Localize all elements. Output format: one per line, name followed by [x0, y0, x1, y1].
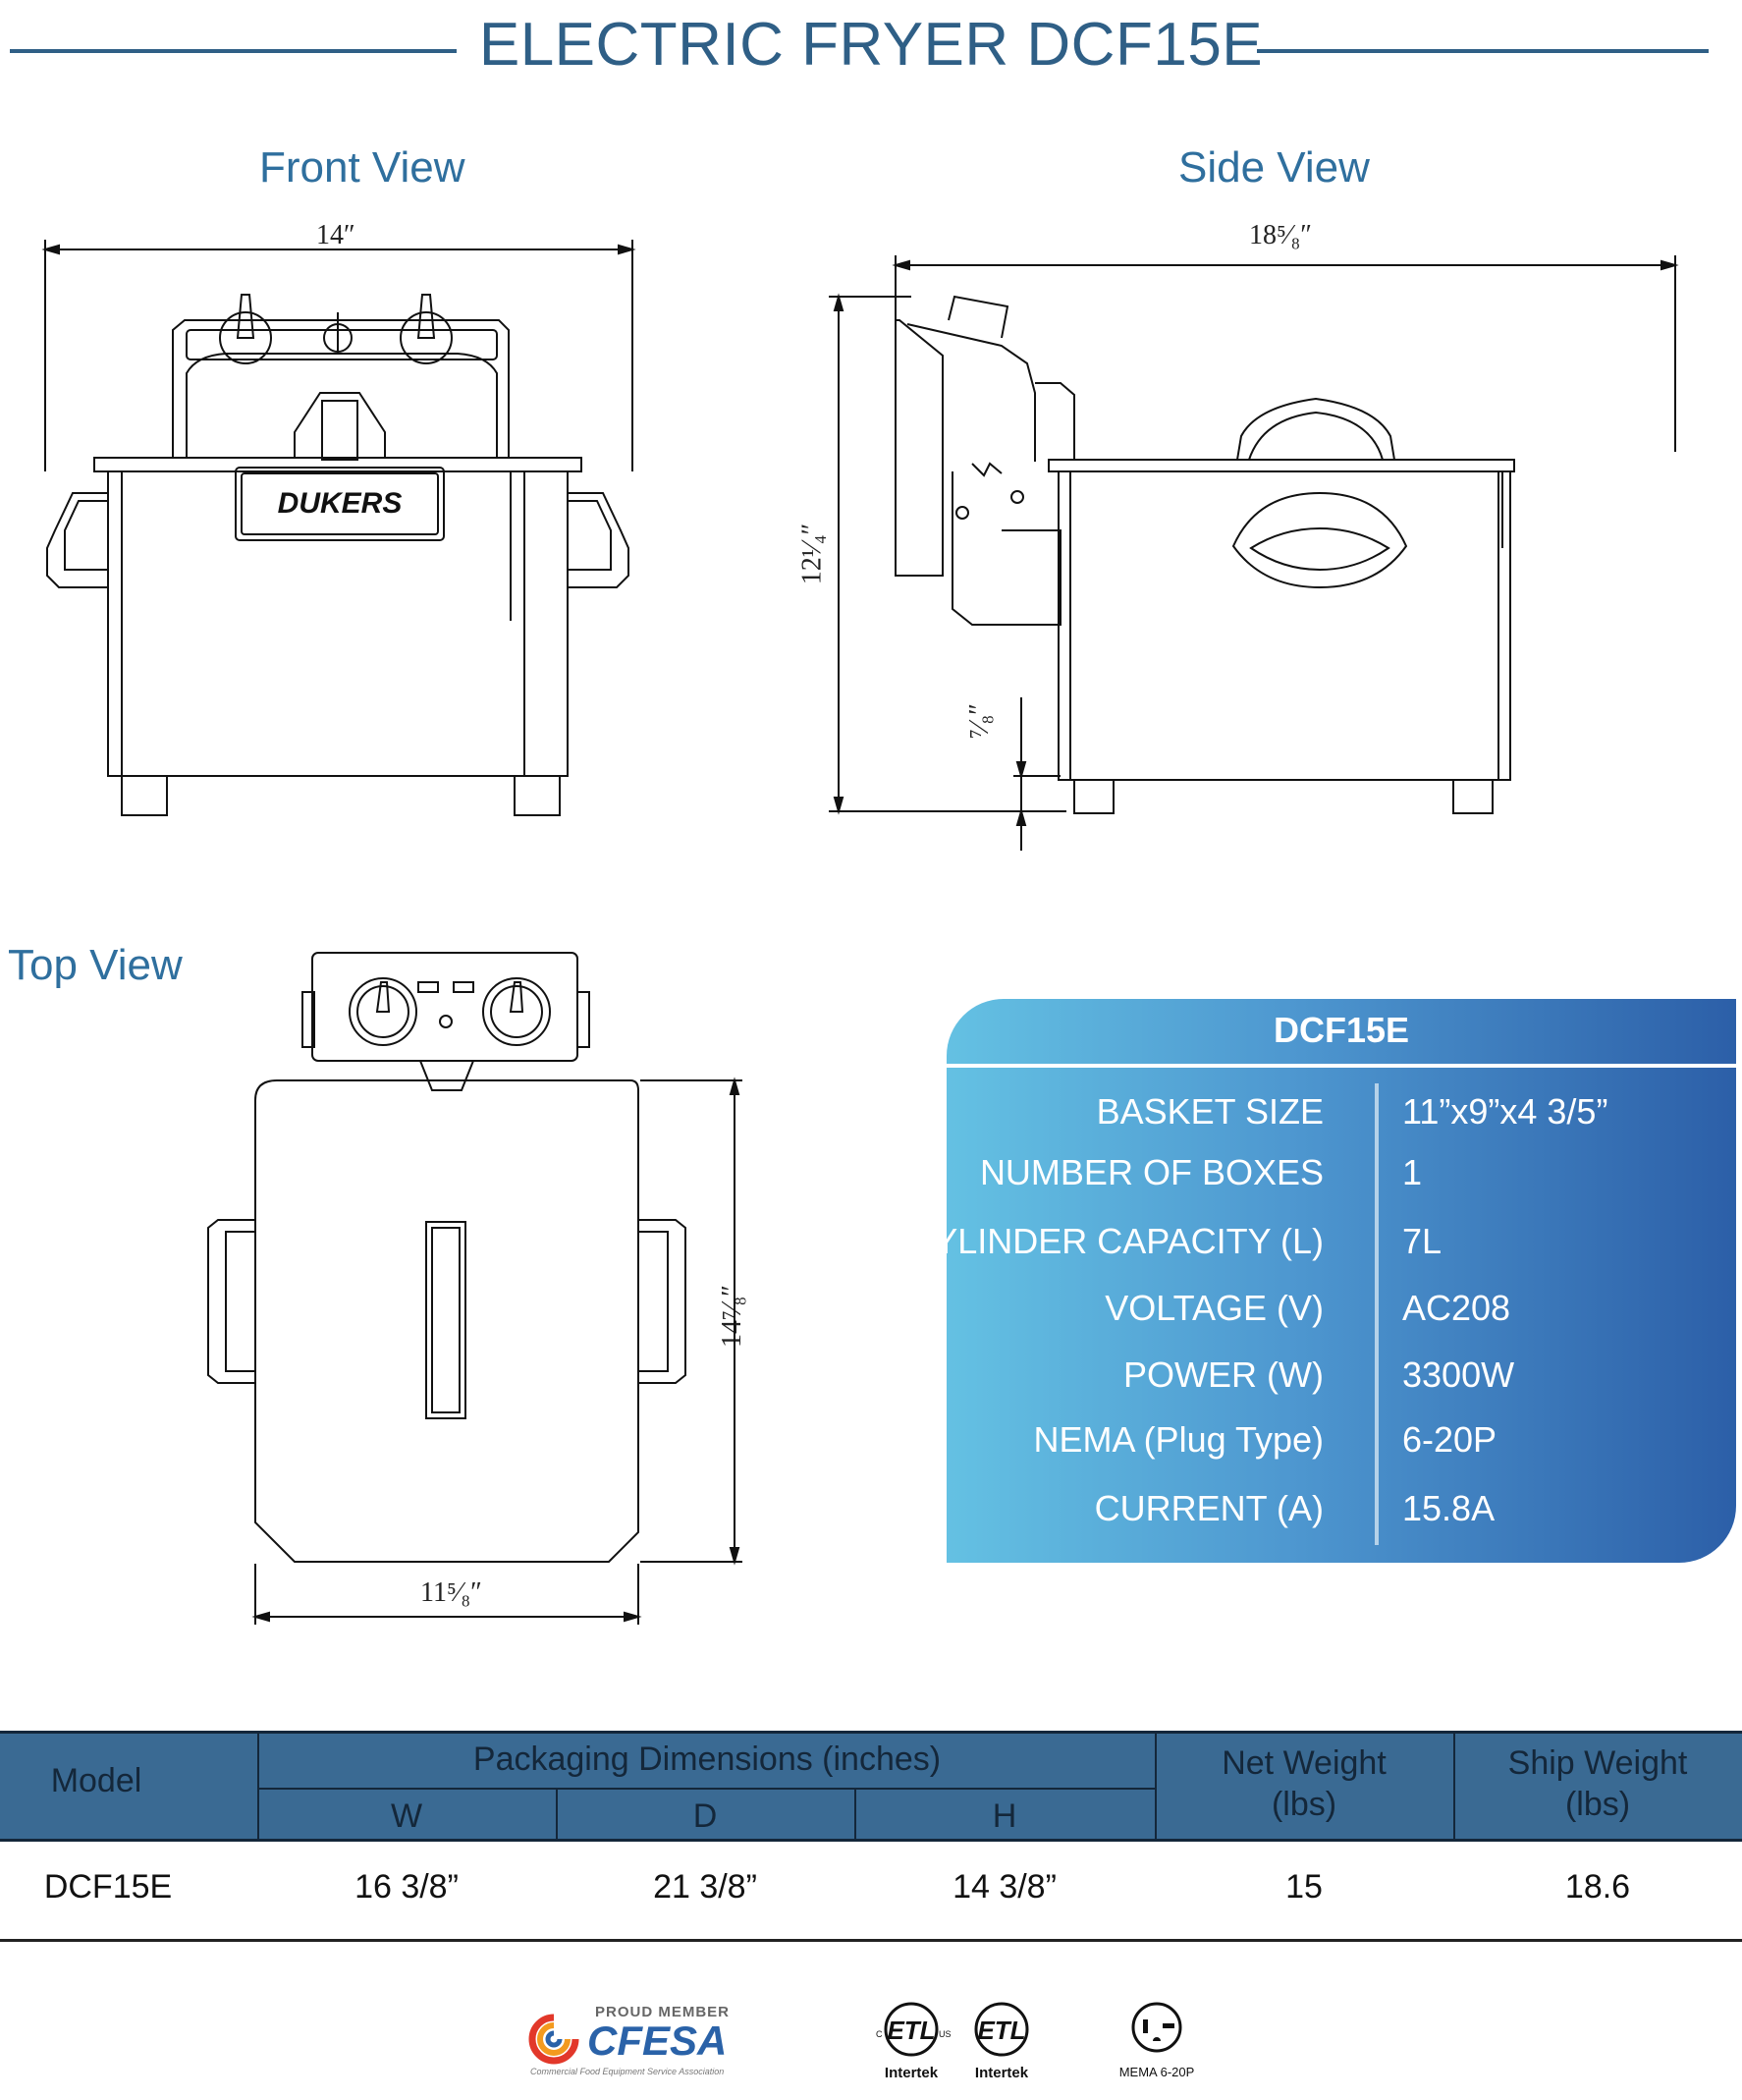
spec-label: NEMA (Plug Type): [1033, 1419, 1324, 1460]
header-packaging: Packaging Dimensions (inches): [472, 1741, 942, 1778]
spec-value: 15.8A: [1402, 1488, 1496, 1528]
svg-text:US: US: [939, 2029, 951, 2039]
spec-row: BASKET SIZE 11”x9”x4 3/5”: [947, 1091, 1736, 1150]
table-rule: [257, 1731, 259, 1841]
spec-label: CURRENT (A): [1094, 1488, 1324, 1528]
spec-row: NEMA (Plug Type) 6-20P: [947, 1419, 1736, 1478]
nema-logo: MEMA 6-20P: [1108, 2000, 1206, 2086]
table-row: [0, 1845, 1742, 1942]
cfesa-logo: PROUD MEMBER CFESA Commercial Food Equip…: [526, 2000, 782, 2078]
cell-w: 16 3/8”: [354, 1868, 459, 1906]
front-width-dim: 14″: [316, 220, 355, 250]
table-rule: [1453, 1731, 1455, 1841]
page-title: ELECTRIC FRYER DCF15E: [478, 11, 1264, 79]
top-view-title: Top View: [8, 941, 183, 989]
spec-row: CYLINDER CAPACITY (L) 7L: [947, 1221, 1736, 1280]
etl-brand: Intertek: [974, 2065, 1029, 2081]
side-view-drawing: [825, 236, 1742, 864]
cfesa-subtitle: Commercial Food Equipment Service Associ…: [530, 2067, 725, 2076]
etl-logo-2: ETL Intertek: [962, 2000, 1041, 2086]
spec-label: VOLTAGE (V): [1105, 1288, 1324, 1328]
spec-divider: [1375, 1083, 1379, 1545]
nema-label: MEMA 6-20P: [1118, 2065, 1195, 2079]
spec-label: CYLINDER CAPACITY (L): [947, 1221, 1324, 1261]
nema-plug-icon: [1131, 2002, 1182, 2053]
table-rule: [0, 1731, 1742, 1734]
spec-model: DCF15E: [1273, 1010, 1410, 1050]
spec-label: POWER (W): [1123, 1354, 1324, 1395]
front-view-drawing: DUKERS: [0, 236, 648, 825]
cfesa-name: CFESA: [587, 2017, 728, 2064]
spec-value: AC208: [1402, 1288, 1511, 1328]
side-height-dim: 12¹⁄₄″: [796, 523, 828, 585]
cfesa-swirl-icon: [528, 2014, 579, 2065]
top-view-drawing: [196, 943, 746, 1630]
side-width-dim: 18⁵⁄₈″: [1249, 220, 1312, 250]
svg-text:C: C: [876, 2029, 883, 2039]
table-rule: [854, 1788, 856, 1841]
spec-value: 6-20P: [1402, 1419, 1497, 1460]
table-rule: [0, 1839, 1742, 1842]
header-h: H: [992, 1797, 1017, 1835]
spec-value: 7L: [1402, 1221, 1443, 1261]
spec-label: BASKET SIZE: [1096, 1091, 1324, 1132]
cell-h: 14 3/8”: [953, 1868, 1057, 1906]
cell-ship: 18.6: [1564, 1868, 1631, 1906]
front-view-title: Front View: [259, 143, 465, 192]
spec-separator: [947, 1064, 1736, 1068]
header-net-unit: (lbs): [1271, 1786, 1337, 1823]
cell-net: 15: [1285, 1868, 1323, 1906]
spec-value: 11”x9”x4 3/5”: [1402, 1091, 1608, 1132]
spec-label: NUMBER OF BOXES: [979, 1152, 1324, 1192]
front-brand-text: DUKERS: [278, 487, 403, 520]
spec-row: CURRENT (A) 15.8A: [947, 1488, 1736, 1547]
header-ship-weight: Ship Weight: [1507, 1744, 1688, 1782]
header-w: W: [390, 1797, 423, 1835]
cell-model: DCF15E: [43, 1868, 173, 1906]
etl-listed-icon: ETL C US: [876, 2002, 952, 2057]
table-header: [0, 1731, 1742, 1841]
spec-row: POWER (W) 3300W: [947, 1354, 1736, 1413]
header-net-weight: Net Weight: [1222, 1744, 1387, 1782]
header-ship-unit: (lbs): [1564, 1786, 1631, 1823]
table-rule: [1155, 1731, 1157, 1841]
title-rule-right: [1257, 49, 1709, 53]
table-rule: [556, 1788, 558, 1841]
cfesa-tagline: PROUD MEMBER: [595, 2004, 731, 2020]
spec-row: NUMBER OF BOXES 1: [947, 1152, 1736, 1211]
spec-row: VOLTAGE (V) AC208: [947, 1288, 1736, 1347]
cell-d: 21 3/8”: [653, 1868, 757, 1906]
spec-value: 1: [1402, 1152, 1423, 1192]
header-d: D: [692, 1797, 718, 1835]
table-rule: [257, 1788, 1157, 1790]
etl-logo-1: ETL C US Intertek: [872, 2000, 952, 2086]
header-model: Model: [50, 1762, 142, 1799]
top-width-dim: 11⁵⁄₈″: [420, 1577, 482, 1608]
etl-brand: Intertek: [884, 2065, 939, 2081]
spec-card: DCF15E BASKET SIZE 11”x9”x4 3/5” NUMBER …: [947, 999, 1736, 1563]
title-rule-left: [10, 49, 457, 53]
side-view-title: Side View: [1178, 143, 1370, 192]
spec-value: 3300W: [1402, 1354, 1515, 1395]
svg-text:ETL: ETL: [887, 2016, 935, 2045]
etl-sanitation-icon: ETL: [974, 2002, 1029, 2057]
svg-text:ETL: ETL: [977, 2016, 1025, 2045]
